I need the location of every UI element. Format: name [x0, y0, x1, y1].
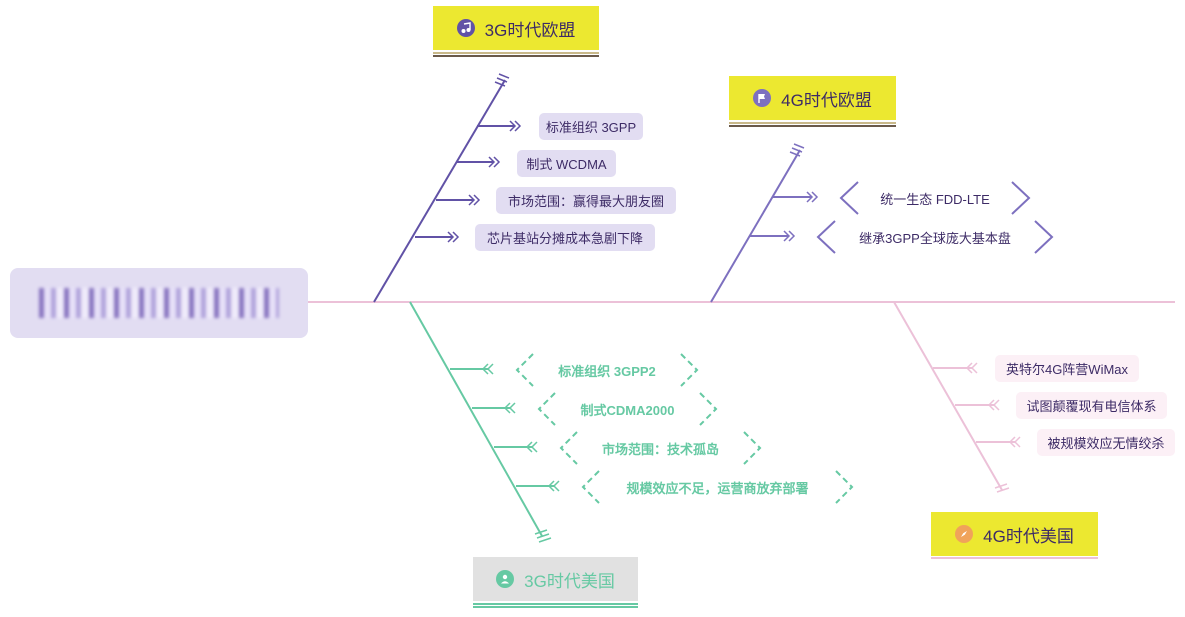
leaf-eu4g-1[interactable]: 统一生态 FDD-LTE — [880, 191, 990, 207]
leaf-eu3g-3[interactable]: 市场范围：赢得最大朋友圈 — [496, 187, 676, 214]
branch-eu3g-ticks — [447, 73, 522, 243]
leaf-eu3g-4[interactable]: 芯片基站分摊成本急剧下降 — [475, 224, 655, 251]
header-eu4g[interactable]: 4G时代欧盟 — [729, 76, 896, 127]
leaf-us3g-3[interactable]: 市场范围：技术孤岛 — [601, 441, 719, 457]
branch-us3g-ticks — [481, 363, 560, 543]
user-icon — [496, 570, 515, 588]
header-us3g-title: 3G时代美国 — [524, 571, 615, 591]
branch-eu3g-lines — [373, 79, 515, 303]
header-eu4g-title: 4G时代欧盟 — [781, 90, 872, 110]
branch-us3g-lines — [409, 301, 554, 537]
leaf-us3g-4[interactable]: 规模效应不足，运营商放弃部署 — [626, 480, 809, 496]
leaf-eu4g-2[interactable]: 继承3GPP全球庞大基本盘 — [859, 230, 1011, 246]
branch-us4g-lines — [893, 301, 1015, 491]
leaf-us3g-2[interactable]: 制式CDMA2000 — [580, 402, 675, 418]
leaf-eu3g-2[interactable]: 制式 WCDMA — [517, 150, 616, 177]
root-node[interactable] — [10, 268, 308, 338]
eu4g-bracket-decor — [816, 181, 1054, 254]
compass-icon — [955, 525, 974, 543]
leaf-us4g-3[interactable]: 被规模效应无情绞杀 — [1037, 429, 1175, 456]
leaf-us4g-1[interactable]: 英特尔4G阵营WiMax — [995, 355, 1139, 382]
header-underline — [433, 52, 599, 54]
header-underline — [931, 557, 1098, 559]
branch-eu4g-ticks — [783, 143, 819, 242]
header-eu3g[interactable]: 3G时代欧盟 — [433, 6, 599, 57]
header-us4g-title: 4G时代美国 — [983, 526, 1074, 546]
header-underline — [433, 55, 599, 57]
header-us4g[interactable]: 4G时代美国 — [931, 512, 1098, 559]
root-blurred-title — [39, 288, 279, 318]
header-underline — [473, 606, 638, 608]
header-us3g[interactable]: 3G时代美国 — [473, 557, 638, 608]
branch-eu4g-lines — [710, 149, 812, 303]
leaf-us3g-1[interactable]: 标准组织 3GPP2 — [558, 363, 656, 379]
leaf-us4g-2[interactable]: 试图颠覆现有电信体系 — [1016, 392, 1167, 419]
music-note-icon — [456, 19, 475, 37]
flag-icon — [753, 89, 772, 107]
leaf-eu3g-1[interactable]: 标准组织 3GPP — [539, 113, 643, 140]
us3g-bracket-decor — [515, 353, 854, 504]
header-underline — [729, 122, 896, 124]
header-underline — [473, 603, 638, 605]
branch-us4g-ticks — [965, 362, 1021, 493]
header-underline — [729, 125, 896, 127]
header-eu3g-title: 3G时代欧盟 — [484, 20, 576, 40]
